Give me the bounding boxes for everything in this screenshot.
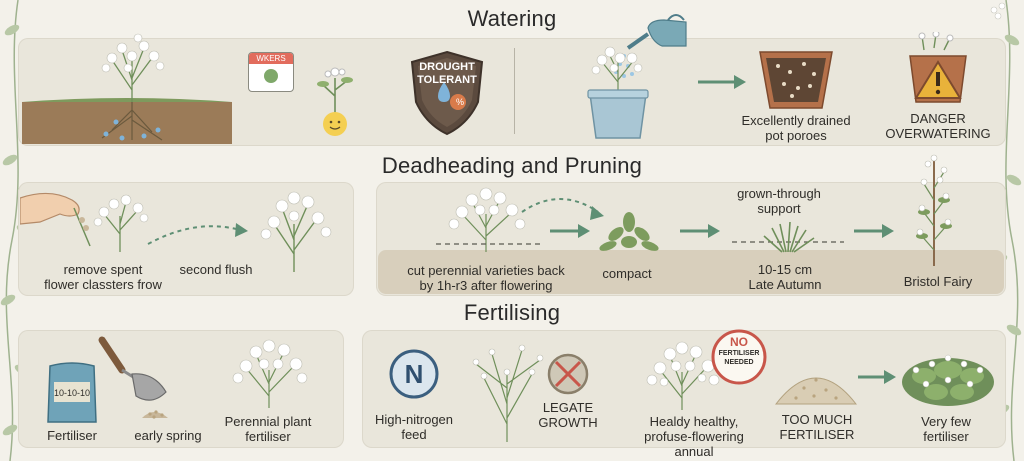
label-cut-perennial: cut perennial varieties back by 1h-r3 af… (407, 263, 565, 293)
watering-arrow (698, 75, 746, 89)
trowel-icon (98, 336, 168, 419)
pruning-ground (378, 250, 1004, 294)
label-second-flush: second flush (179, 262, 253, 277)
bristol-fairy-plant (916, 154, 952, 266)
deadheading-dashed-arrow (147, 223, 248, 245)
lush-bush-illustration (902, 354, 994, 406)
label-healthy-annual: Healdy healthy, profuse-flowering annual (644, 414, 744, 459)
label-fertiliser: Fertiliser (47, 428, 97, 443)
label-perennial-fertiliser: Perennial plant fertiliser (224, 414, 312, 444)
cut-back-plant (732, 221, 844, 253)
calendar-header-text: WKERS (249, 53, 293, 64)
pruning-arrow-1 (550, 224, 590, 238)
watering-divider (514, 48, 515, 134)
warning-icon (909, 32, 967, 103)
label-high-nitrogen-feed: High-nitrogen feed (374, 412, 454, 442)
deadheading-title: Deadheading and Pruning (381, 153, 643, 178)
fertiliser-bag-icon (47, 362, 97, 423)
watering-can-icon (626, 14, 687, 50)
watered-pot-illustration (587, 14, 687, 139)
label-compact: compact (602, 266, 652, 281)
label-too-much-fertiliser: TOO MUCH FERTILISER (779, 412, 855, 442)
pot-icon (759, 51, 833, 109)
drought-badge-percent: % (455, 97, 464, 107)
fertilising-title: Fertilising (463, 300, 561, 325)
leggy-growth-crossed-icon (547, 353, 589, 395)
pruning-dashed-arrow (521, 198, 604, 220)
label-danger-overwatering: DANGER OVERWATERING (885, 111, 991, 141)
perennial-plant-illustration (232, 339, 308, 408)
drought-badge-line1: DROUGHT (419, 61, 475, 73)
smiling-seedling-icon (317, 67, 353, 136)
fertilising-arrow (858, 370, 896, 384)
leggy-plant-illustration (472, 344, 544, 442)
watering-title: Watering (467, 6, 557, 31)
drought-badge-line2: TOLERANT (417, 74, 477, 86)
perennial-before-cut (436, 187, 542, 252)
fertiliser-bag-label: 10-10-10 (53, 388, 91, 398)
label-early-spring: early spring (134, 428, 202, 443)
second-flush-plant (260, 191, 332, 272)
plant-roots-illustration (22, 33, 232, 144)
compact-plant (599, 212, 659, 251)
no-badge-line2: FERTILISER (718, 350, 760, 357)
calendar-icon: WKERS (248, 52, 294, 92)
pruning-arrow-3 (854, 224, 894, 238)
label-very-few-fertiliser: Very few fertiliser (921, 414, 971, 444)
no-badge-line1: NO (730, 335, 748, 349)
no-badge-line3: NEEDED (724, 359, 754, 366)
label-bristol-fairy: Bristol Fairy (903, 274, 973, 289)
drought-tolerant-shield-icon (410, 50, 484, 136)
healthy-annual-illustration (646, 341, 720, 410)
pruning-arrow-2 (680, 224, 720, 238)
label-grown-through-support: grown-through support (737, 186, 821, 216)
label-remove-spent: remove spent flower classters frow (44, 262, 162, 292)
label-legate-growth: LEGATE GROWTH (538, 400, 598, 430)
no-fertiliser-badge-icon (711, 329, 767, 385)
fertiliser-pile-illustration (774, 377, 858, 405)
label-height-late-autumn: 10-15 cm Late Autumn (748, 262, 822, 292)
nitrogen-symbol: N (404, 359, 424, 389)
hand-icon (20, 192, 149, 252)
nitrogen-icon (389, 349, 439, 399)
label-drained-pot: Excellently drained pot poroes (741, 113, 851, 143)
